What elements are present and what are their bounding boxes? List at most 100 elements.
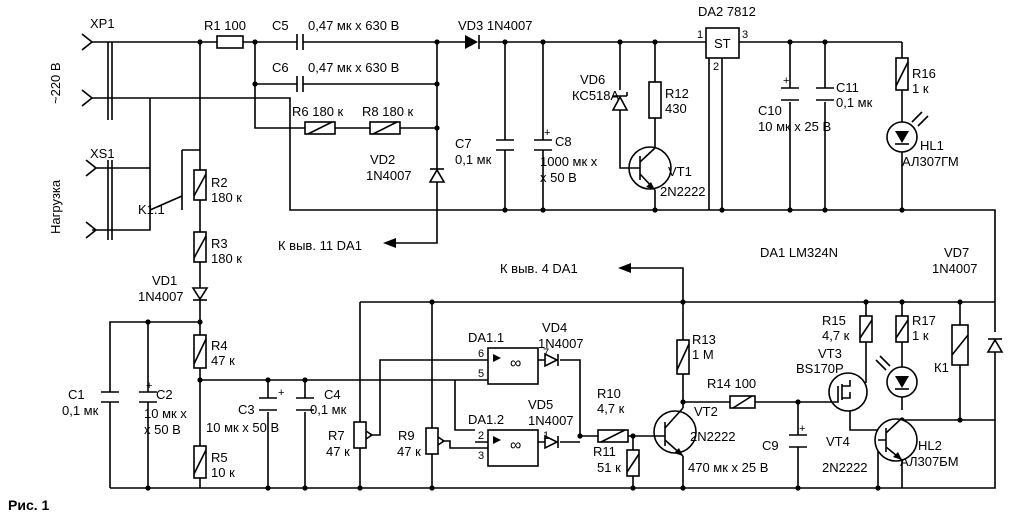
r4-val: 47 к — [211, 353, 235, 368]
capacitor-c1 — [101, 391, 119, 403]
relay-k1 — [951, 324, 969, 366]
capacitor-c2: + — [139, 380, 157, 403]
capacitor-c5 — [296, 34, 304, 50]
c10-ref: C10 — [758, 103, 782, 118]
c3-ref: C3 — [238, 402, 255, 417]
r16-ref: R16 — [912, 66, 936, 81]
xp1-connector — [81, 33, 113, 120]
note-to-pin4: К выв. 4 DA1 — [500, 261, 578, 276]
resistor-r11 — [626, 449, 640, 477]
r5-ref: R5 — [211, 450, 228, 465]
c5-val: 0,47 мк х 630 В — [308, 18, 399, 33]
c11-ref: C11 — [836, 80, 859, 95]
da1-1-label: DA1.1 — [468, 330, 504, 345]
c11-val: 0,1 мк — [836, 95, 873, 110]
resistor-r17 — [895, 315, 909, 343]
vd7-ref: VD7 — [944, 245, 969, 260]
capacitor-c7 — [496, 139, 514, 151]
hl1-val: АЛ307ГМ — [902, 154, 959, 169]
r3-ref: R3 — [211, 236, 228, 251]
potentiometer-r7 — [353, 421, 373, 449]
capacitor-c8: + — [534, 127, 552, 151]
r7-val: 47 к — [326, 444, 350, 459]
xs1-connector — [85, 159, 150, 240]
k1-label: К1 — [934, 360, 949, 375]
led-hl2 — [875, 355, 918, 398]
c2-ref: C2 — [156, 387, 173, 402]
resistor-r4 — [193, 334, 207, 369]
c9-val: 470 мк х 25 В — [688, 460, 768, 475]
svg-text:+: + — [278, 387, 284, 399]
resistor-r12 — [648, 81, 662, 119]
vd6-val: КС518А — [572, 88, 620, 103]
resistor-r14 — [729, 395, 756, 409]
hl2-ref: HL2 — [918, 438, 942, 453]
c7-ref: C7 — [455, 136, 472, 151]
opamp-da1-2 — [475, 429, 539, 467]
r17-val: 1 к — [912, 328, 929, 343]
c1-val: 0,1 мк — [62, 403, 99, 418]
da1-label: DA1 LM324N — [760, 245, 838, 260]
r13-val: 1 М — [692, 347, 714, 362]
da2-label: DA2 7812 — [698, 4, 756, 19]
svg-text:+: + — [146, 380, 152, 392]
c6-val: 0,47 мк х 630 В — [308, 60, 399, 75]
r17-ref: R17 — [912, 313, 936, 328]
resistor-r2 — [193, 169, 207, 201]
c9-ref: C9 — [762, 438, 779, 453]
resistor-r3 — [193, 231, 207, 263]
diode-vd3 — [465, 35, 480, 49]
vd4-val: 1N4007 — [538, 336, 584, 351]
c2-val2: х 50 В — [144, 422, 181, 437]
arrow-to-pin11 — [383, 238, 396, 248]
r12-val: 430 — [665, 101, 687, 116]
pin7-label: 7 — [543, 347, 549, 359]
r10-val: 4,7 к — [597, 401, 625, 416]
c8-val2: х 50 В — [540, 170, 577, 185]
vt1-val: 2N2222 — [660, 184, 706, 199]
c8-val1: 1000 мк х — [540, 154, 598, 169]
pin1-label: 1 — [543, 430, 549, 442]
resistor-r10 — [597, 429, 629, 443]
opamp-da1-1 — [475, 347, 539, 385]
vt4-val: 2N2222 — [822, 460, 868, 475]
c2-val1: 10 мк х — [144, 406, 187, 421]
vt3-ref: VT3 — [818, 346, 842, 361]
diode-vd5 — [544, 434, 559, 450]
led-hl1 — [886, 111, 929, 153]
c5-ref: C5 — [272, 18, 289, 33]
capacitor-c4 — [296, 397, 314, 411]
r9-val: 47 к — [397, 444, 421, 459]
r4-ref: R4 — [211, 338, 228, 353]
r14-label: R14 100 — [707, 376, 756, 391]
xp1-label: XP1 — [90, 16, 115, 31]
pin5-label: 5 — [478, 368, 484, 380]
vt3-val: BS170P — [796, 361, 844, 376]
r7-ref: R7 — [328, 428, 345, 443]
r8-label: R8 180 к — [362, 104, 414, 119]
r2-ref: R2 — [211, 175, 228, 190]
vd1-val: 1N4007 — [138, 289, 184, 304]
pin2-label: 2 — [478, 430, 484, 442]
r15-val: 4,7 к — [822, 328, 850, 343]
capacitor-c6 — [296, 76, 304, 92]
pin6-label: 6 — [478, 348, 484, 360]
vd6-ref: VD6 — [580, 72, 605, 87]
r12-ref: R12 — [665, 86, 689, 101]
transistor-vt1 — [628, 146, 672, 191]
da2-pin1: 1 — [697, 29, 703, 41]
transistor-vt2 — [650, 407, 697, 457]
diode-vd7 — [986, 338, 1004, 353]
r3-val: 180 к — [211, 251, 242, 266]
wires — [92, 41, 996, 489]
r6-label: R6 180 к — [292, 104, 344, 119]
r15-ref: R15 — [822, 313, 846, 328]
zener-vd6 — [611, 92, 629, 111]
da2-inner: ST — [714, 36, 731, 51]
da1-1-symbol: ∞ — [510, 355, 521, 372]
c6-ref: C6 — [272, 60, 289, 75]
vt2-val: 2N2222 — [690, 429, 736, 444]
figure-caption: Рис. 1 — [8, 497, 50, 513]
vt2-ref: VT2 — [694, 404, 718, 419]
